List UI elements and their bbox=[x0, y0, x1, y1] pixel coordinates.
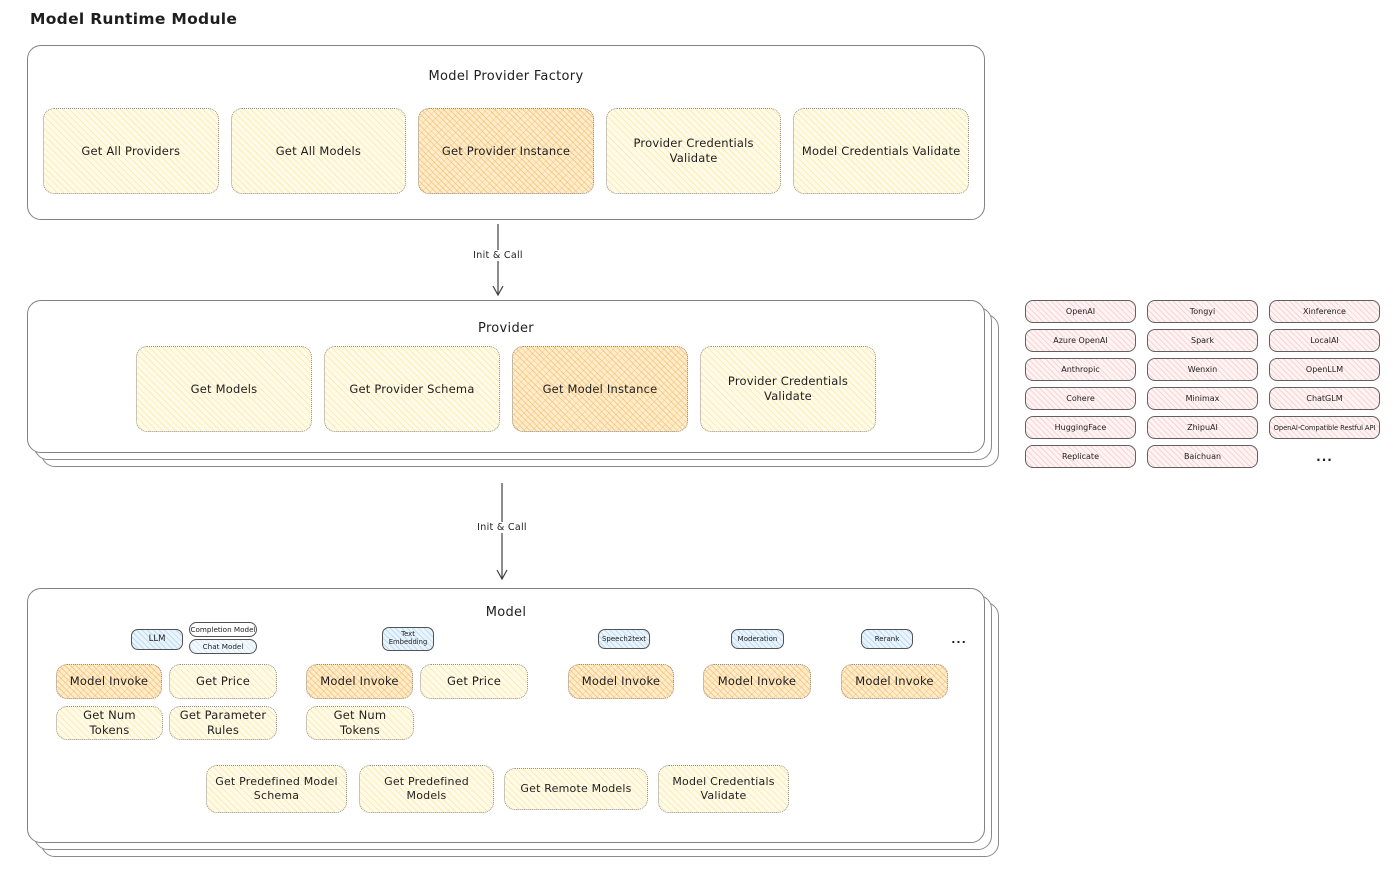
factory-get-all-providers: Get All Providers bbox=[43, 108, 219, 194]
get-remote-models: Get Remote Models bbox=[504, 768, 648, 810]
arrow-factory-to-provider bbox=[492, 224, 504, 298]
model-type-text-embedding: Text Embedding bbox=[382, 627, 434, 651]
model-types-more: ... bbox=[951, 632, 967, 646]
provider-chip: LocalAI bbox=[1269, 329, 1380, 352]
provider-chip: Baichuan bbox=[1147, 445, 1258, 468]
rerank-model-invoke: Model Invoke bbox=[841, 664, 948, 699]
arrow2-label: Init & Call bbox=[472, 522, 532, 533]
llm-model-invoke: Model Invoke bbox=[56, 664, 162, 699]
speech2text-model-invoke: Model Invoke bbox=[568, 664, 674, 699]
model-type-llm: LLM bbox=[131, 629, 183, 650]
factory-provider-credentials-validate: Provider Credentials Validate bbox=[605, 108, 782, 194]
provider-chip: OpenAI-Compatible Restful API bbox=[1269, 416, 1380, 439]
provider-chip: Xinference bbox=[1269, 300, 1380, 323]
factory-title: Model Provider Factory bbox=[428, 69, 584, 84]
factory-model-credentials-validate: Model Credentials Validate bbox=[793, 108, 969, 194]
model-title: Model bbox=[485, 605, 527, 620]
provider-chip: ChatGLM bbox=[1269, 387, 1380, 410]
provider-chip: Spark bbox=[1147, 329, 1258, 352]
model-type-moderation: Moderation bbox=[731, 629, 784, 649]
model-type-completion-model: Completion Model bbox=[189, 622, 257, 637]
provider-chip: Wenxin bbox=[1147, 358, 1258, 381]
provider-credentials-validate: Provider Credentials Validate bbox=[700, 346, 876, 432]
model-type-rerank: Rerank bbox=[861, 629, 913, 649]
provider-chip: OpenAI bbox=[1025, 300, 1136, 323]
provider-chips-more: ... bbox=[1316, 449, 1333, 464]
provider-stack: Provider Get Models Get Provider Schema … bbox=[27, 300, 999, 467]
llm-get-parameter-rules: Get Parameter Rules bbox=[169, 706, 277, 740]
text-embedding-get-price: Get Price bbox=[420, 664, 528, 699]
provider-chip: Tongyi bbox=[1147, 300, 1258, 323]
llm-get-num-tokens: Get Num Tokens bbox=[56, 706, 163, 740]
provider-get-provider-schema: Get Provider Schema bbox=[324, 346, 500, 432]
provider-chip: HuggingFace bbox=[1025, 416, 1136, 439]
model-card: Model LLM Completion Model Chat Model Te… bbox=[27, 588, 985, 843]
text-embedding-get-num-tokens: Get Num Tokens bbox=[306, 706, 414, 740]
provider-chip: OpenLLM bbox=[1269, 358, 1380, 381]
provider-card: Provider Get Models Get Provider Schema … bbox=[27, 300, 985, 453]
model-credentials-validate: Model Credentials Validate bbox=[658, 765, 789, 813]
provider-chip: Cohere bbox=[1025, 387, 1136, 410]
factory-row: Get All Providers Get All Models Get Pro… bbox=[43, 108, 969, 194]
factory-card: Model Provider Factory Get All Providers… bbox=[27, 45, 985, 220]
get-predefined-model-schema: Get Predefined Model Schema bbox=[206, 765, 347, 813]
arrow1-label: Init & Call bbox=[468, 250, 528, 261]
provider-row: Get Models Get Provider Schema Get Model… bbox=[28, 346, 984, 432]
provider-chip: Azure OpenAI bbox=[1025, 329, 1136, 352]
provider-get-model-instance: Get Model Instance bbox=[512, 346, 688, 432]
model-type-chat-model: Chat Model bbox=[189, 639, 257, 654]
factory-get-all-models: Get All Models bbox=[230, 108, 407, 194]
provider-chip: Replicate bbox=[1025, 445, 1136, 468]
provider-title: Provider bbox=[478, 321, 534, 336]
provider-chip: Anthropic bbox=[1025, 358, 1136, 381]
get-predefined-models: Get Predefined Models bbox=[359, 765, 494, 813]
text-embedding-model-invoke: Model Invoke bbox=[306, 664, 413, 699]
factory-get-provider-instance: Get Provider Instance bbox=[418, 108, 594, 194]
diagram-title: Model Runtime Module bbox=[30, 10, 238, 28]
provider-get-models: Get Models bbox=[136, 346, 312, 432]
llm-get-price: Get Price bbox=[169, 664, 277, 699]
provider-chip: Minimax bbox=[1147, 387, 1258, 410]
arrow-line-icon bbox=[492, 224, 504, 297]
provider-chip: ZhipuAI bbox=[1147, 416, 1258, 439]
model-type-speech2text: Speech2text bbox=[598, 629, 650, 649]
model-stack: Model LLM Completion Model Chat Model Te… bbox=[27, 588, 999, 857]
moderation-model-invoke: Model Invoke bbox=[703, 664, 811, 699]
